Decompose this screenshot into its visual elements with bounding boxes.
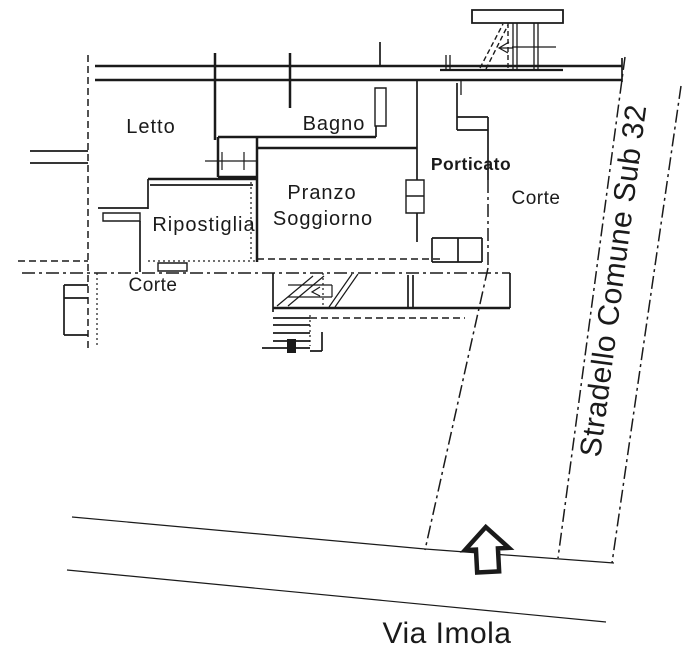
area-label-corte-west: Corte — [129, 275, 178, 296]
street-label-stradello: Stradello Comune Sub 32 — [574, 103, 653, 459]
window-symbols — [102, 87, 425, 272]
external-staircase-ramp-dashed — [479, 23, 509, 70]
external-staircase-posts — [445, 23, 556, 95]
external-staircase-landing — [471, 9, 564, 24]
boundary-lines-dashdot — [22, 56, 682, 564]
room-label-ripostiglia: Ripostiglia — [152, 214, 255, 236]
via-imola-road — [66, 516, 615, 623]
via-imola-road-lower-edge — [66, 569, 607, 623]
street-label-via-imola: Via Imola — [382, 617, 511, 650]
room-label-pranzo: Pranzo — [287, 182, 356, 204]
via-imola-road-upper-edge — [71, 516, 615, 564]
room-label-porticato: Porticato — [431, 154, 511, 174]
building-walls-heavy — [95, 53, 622, 310]
boundary-lines-dashed — [18, 55, 465, 348]
up-block-arrow-icon — [459, 523, 515, 575]
entrance-marker — [287, 339, 296, 353]
room-label-bagno: Bagno — [303, 113, 366, 135]
boundary-lines-dotted — [96, 182, 324, 348]
external-staircase — [440, 9, 564, 95]
external-staircase-direction-arrow-icon — [497, 41, 513, 54]
area-label-corte-east: Corte — [512, 188, 561, 209]
room-label-letto: Letto — [126, 116, 175, 138]
internal-stair-winders — [276, 273, 359, 308]
room-label-soggiorno: Soggiorno — [273, 208, 373, 230]
door-and-detail-marks — [205, 152, 333, 298]
